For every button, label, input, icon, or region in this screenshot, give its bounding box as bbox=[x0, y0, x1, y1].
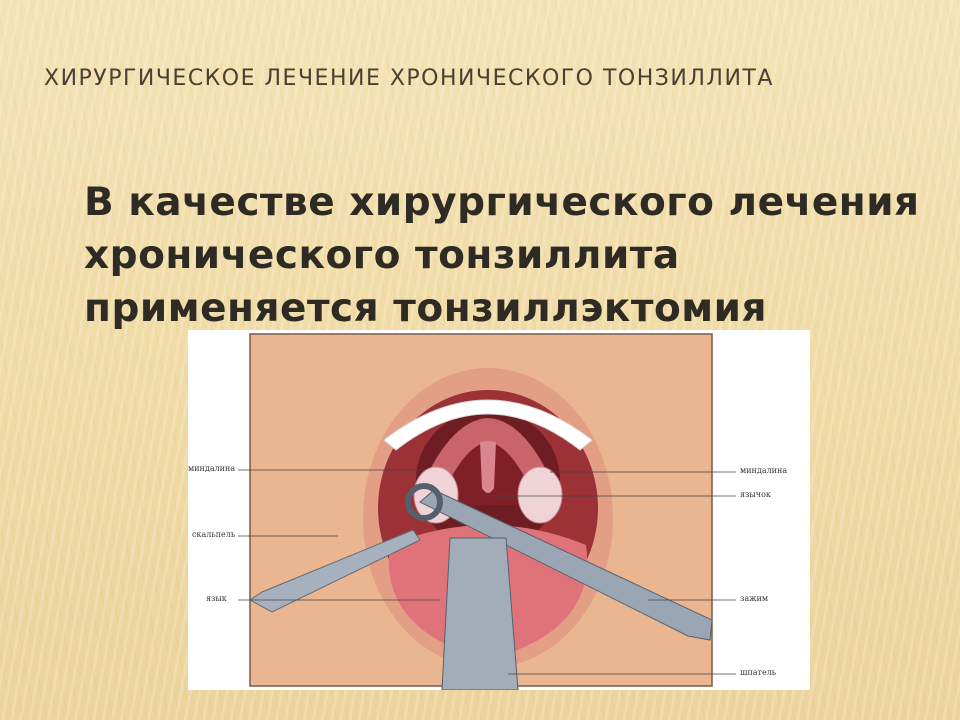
label-clamp: зажим bbox=[740, 594, 769, 603]
tonsil-right bbox=[517, 466, 563, 524]
spatula bbox=[441, 537, 519, 690]
body-line-2: хронического тонзиллита bbox=[84, 233, 680, 278]
scalpel bbox=[249, 529, 421, 613]
label-spatula: шпатель bbox=[740, 668, 777, 677]
label-uvula: язычок bbox=[740, 490, 771, 499]
clamp-ring bbox=[405, 483, 443, 521]
slide-title: ХИРУРГИЧЕСКОЕ ЛЕЧЕНИЕ ХРОНИЧЕСКОГО ТОНЗИ… bbox=[44, 66, 774, 91]
clamp bbox=[419, 489, 713, 641]
uvula bbox=[480, 441, 496, 493]
label-tonsil-right: миндалина bbox=[740, 466, 788, 475]
label-tonsil-left: миндалина bbox=[188, 464, 236, 473]
tonsillectomy-illustration: миндалина скальпель язык миндалина язычо… bbox=[188, 330, 810, 690]
body-text: В качестве хирургического лечения хронич… bbox=[84, 176, 944, 335]
label-tongue: язык bbox=[206, 594, 227, 603]
body-line-3: применяется тонзиллэктомия bbox=[84, 286, 767, 331]
body-line-1: В качестве хирургического лечения bbox=[84, 180, 920, 225]
teeth bbox=[383, 399, 593, 451]
label-scalpel: скальпель bbox=[192, 530, 236, 539]
illustration-svg bbox=[238, 333, 736, 690]
